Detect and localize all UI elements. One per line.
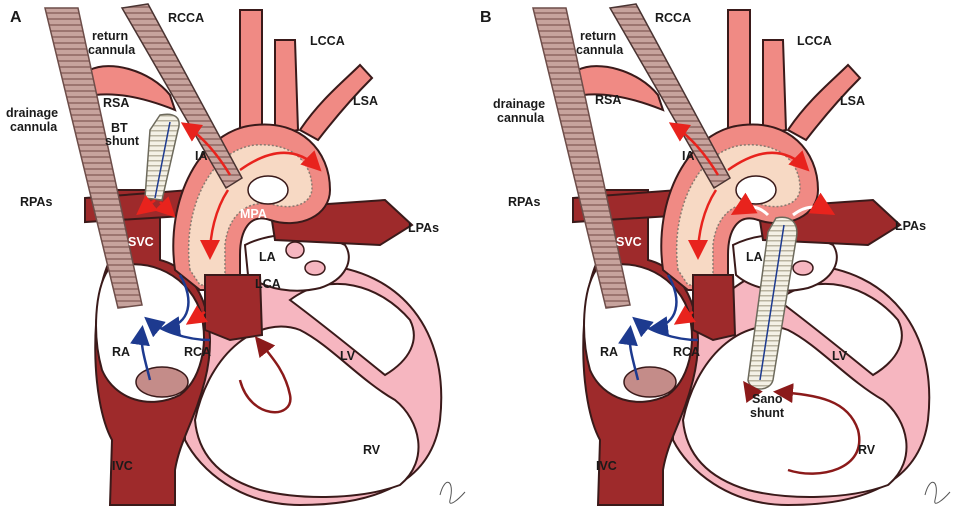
label-lsa-b: LSA <box>840 94 865 108</box>
mpa-root-b <box>692 274 737 342</box>
label-return-a-1: return <box>92 29 128 43</box>
label-return-a-2: cannula <box>88 43 136 57</box>
mpa-root-a <box>204 274 264 342</box>
flow-arrow-a-6 <box>185 305 209 325</box>
bt-shunt-line-a <box>154 121 171 199</box>
label-return-b-1: return <box>580 29 616 43</box>
flow-arrow-b-11 <box>743 380 763 404</box>
signature-b <box>924 482 951 504</box>
label-drainage-a-2: cannula <box>10 120 58 134</box>
label-ia-b: IA <box>682 149 695 163</box>
flow-arrow-a-5 <box>154 196 176 218</box>
panel-letter-a: A <box>10 9 22 26</box>
label-rv-b: RV <box>858 443 876 457</box>
label-svc-b: SVC <box>616 235 642 249</box>
label-lv-b: LV <box>832 349 848 363</box>
flow-arrow-a-8 <box>144 316 211 342</box>
label-drainage-a-1: drainage <box>6 106 58 120</box>
label-sano-b-1: Sano <box>752 392 783 406</box>
label-ia-a: IA <box>195 149 208 163</box>
label-ivc-a: IVC <box>112 459 133 473</box>
label-rca-a: RCA <box>184 345 211 359</box>
label-rpas-b: RPAs <box>508 195 540 209</box>
label-rpas-a: RPAs <box>20 195 52 209</box>
label-return-b-2: cannula <box>576 43 624 57</box>
flow-arrow-b-7 <box>648 274 678 337</box>
flow-arrow-b-6 <box>792 192 836 217</box>
label-lv-a: LV <box>340 349 356 363</box>
label-bt-a-1: BT <box>111 121 128 135</box>
label-lcca-b: LCCA <box>797 34 832 48</box>
label-lpas-a: LPAs <box>408 221 439 235</box>
flow-arrow-b-1 <box>668 122 720 176</box>
flow-arrow-b-2 <box>727 150 810 172</box>
label-rsa-b: RSA <box>595 93 621 107</box>
flow-arrow-a-9 <box>130 325 152 381</box>
flow-arrow-b-8 <box>632 316 699 342</box>
panel-a: A drainage cannula return cannula RCCA L… <box>6 3 443 506</box>
label-lsa-a: LSA <box>353 94 378 108</box>
label-lca-a: LCA <box>255 277 281 291</box>
flow-arrow-b-9 <box>618 325 640 381</box>
panel-letter-b: B <box>480 9 492 26</box>
label-svc-a: SVC <box>128 235 154 249</box>
signature-a <box>439 482 466 504</box>
bt-shunt-a <box>144 113 180 201</box>
label-lcca-a: LCCA <box>310 34 345 48</box>
flow-arrow-a-1 <box>180 122 232 176</box>
flow-arrow-a-4 <box>136 194 158 216</box>
label-ra-b: RA <box>600 345 618 359</box>
sano-shunt-line-b <box>759 224 785 381</box>
label-mpa-a: MPA <box>240 207 267 221</box>
drainage-cannula-b <box>532 7 631 309</box>
label-rcca-a: RCCA <box>168 11 204 25</box>
label-bt-a-2: shunt <box>105 134 140 148</box>
label-sano-b-2: shunt <box>750 406 785 420</box>
label-la-a: LA <box>259 250 276 264</box>
drainage-cannula-a <box>44 7 143 309</box>
panel-b: B drainage cannu <box>480 3 931 506</box>
label-rsa-a: RSA <box>103 96 129 110</box>
arch-lumen-a <box>247 175 289 205</box>
flow-arrow-a-7 <box>160 274 190 337</box>
flow-arrow-a-3 <box>200 189 230 260</box>
label-drainage-b-1: drainage <box>493 97 545 111</box>
label-rca-b: RCA <box>673 345 700 359</box>
flow-arrow-b-10 <box>773 383 861 475</box>
flow-arrow-a-2 <box>239 150 322 172</box>
flow-arrow-b-4 <box>673 305 697 325</box>
label-lpas-b: LPAs <box>895 219 926 233</box>
flow-arrow-a-10 <box>238 336 292 414</box>
label-ivc-b: IVC <box>596 459 617 473</box>
label-rv-a: RV <box>363 443 381 457</box>
flow-arrow-b-3 <box>688 189 718 260</box>
flow-arrow-b-5 <box>730 192 770 217</box>
label-drainage-b-2: cannula <box>497 111 545 125</box>
label-ra-a: RA <box>112 345 130 359</box>
label-la-b: LA <box>746 250 763 264</box>
label-rcca-b: RCCA <box>655 11 691 25</box>
arch-lumen-b <box>735 175 777 205</box>
